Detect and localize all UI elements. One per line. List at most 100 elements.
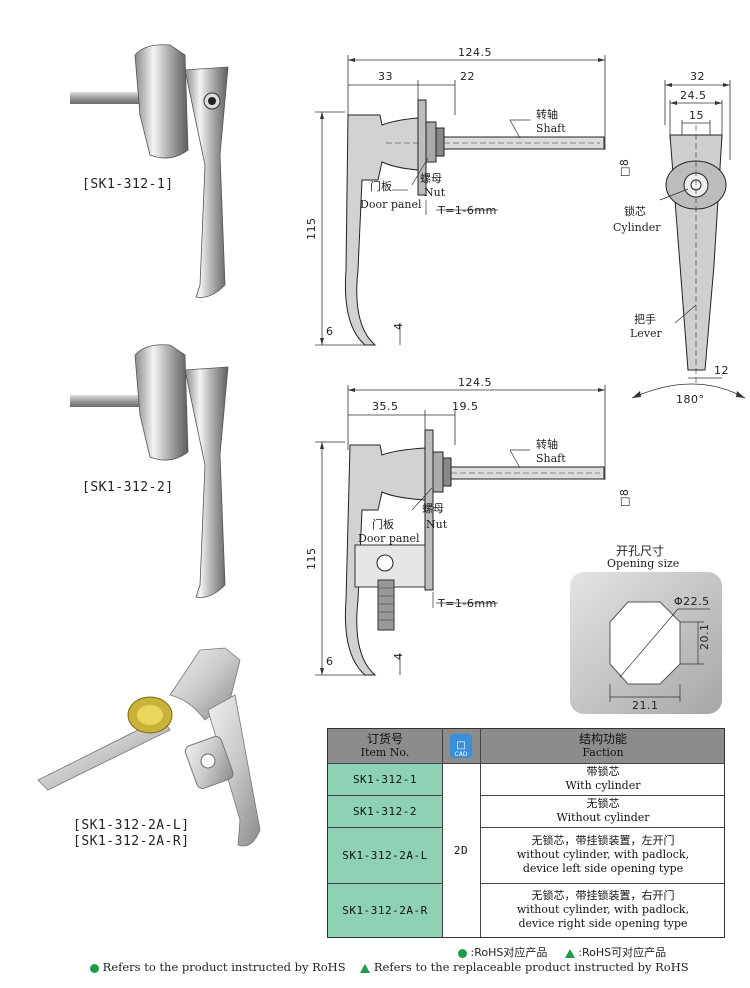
cad-icon: □ CAD xyxy=(450,734,472,758)
table-row-item: SK1-312-1 xyxy=(352,772,418,786)
legend-cn: :RoHS对应产品 :RoHS可对应产品 xyxy=(458,944,666,960)
table-row-item: SK1-312-2 xyxy=(352,804,418,818)
shaft-label-cn: 转轴 xyxy=(536,437,558,451)
table-row-function: 无锁芯，带挂锁装置，右开门 without cylinder, with pad… xyxy=(480,883,726,937)
function-en: With cylinder xyxy=(565,779,641,792)
dim-12: 12 xyxy=(714,364,729,377)
dim-height: 115 xyxy=(305,218,318,241)
table-row-item: SK1-312-2A-R xyxy=(342,903,428,917)
product-label-sk1-312-2: [SK1-312-2] xyxy=(82,480,174,495)
function-en-2: device left side opening type xyxy=(522,862,684,875)
product-label-sk1-312-2a-l: [SK1-312-2A-L] xyxy=(73,818,190,833)
technical-drawing-side-view-2: 124.5 35.5 19.5 115 6 4 □8 T=1-6mm 转轴 Sh… xyxy=(305,376,631,676)
nut-label-cn: 螺母 xyxy=(422,502,444,515)
panel-label-en: Door panel xyxy=(358,532,420,545)
table-divider xyxy=(480,883,724,884)
product-label-sk1-312-2a-r: [SK1-312-2A-R] xyxy=(73,834,190,849)
lever-label-cn: 把手 xyxy=(634,312,656,326)
dim-15: 15 xyxy=(689,109,704,122)
function-en-2: device right side opening type xyxy=(518,917,688,930)
shaft-label-en: Shaft xyxy=(536,122,566,135)
cad-value: 2D xyxy=(453,843,469,857)
legend-rohs-en2: Refers to the replaceable product instru… xyxy=(373,960,689,974)
legend-rohs-cn: :RoHS对应产品 xyxy=(470,946,548,959)
function-en: Without cylinder xyxy=(556,811,650,824)
technical-drawing-front-view: 32 24.5 15 12 180° 锁芯 Cylinder 把手 Lever xyxy=(613,70,745,406)
dim-right: 19.5 xyxy=(452,400,479,413)
table-divider xyxy=(328,883,442,884)
header-item-no-en: Item No. xyxy=(360,746,410,759)
dim-square: □8 xyxy=(618,159,631,177)
spec-table: 订货号 Item No. □ CAD 结构功能 Faction SK1-312-… xyxy=(327,728,725,938)
function-en: without cylinder, with padlock, xyxy=(516,903,690,916)
function-cn: 无锁芯 xyxy=(586,797,620,810)
rohs-dot-icon xyxy=(90,963,99,973)
opening-diameter: Φ22.5 xyxy=(674,595,710,608)
table-divider xyxy=(480,729,481,937)
table-divider xyxy=(442,729,443,937)
dim-total: 124.5 xyxy=(458,376,492,389)
cylinder-label-cn: 锁芯 xyxy=(624,204,646,218)
function-cn: 无锁芯，带挂锁装置，左开门 xyxy=(531,834,675,847)
nut-label-en: Nut xyxy=(426,518,448,531)
table-header xyxy=(328,729,724,763)
dim-right: 22 xyxy=(460,70,475,83)
rohs-triangle-icon xyxy=(360,963,371,973)
panel-label-cn: 门板 xyxy=(372,517,394,531)
nut-label-en: Nut xyxy=(424,186,446,199)
product-photo-sk1-312-1 xyxy=(70,44,229,298)
panel-label-en: Door panel xyxy=(360,198,422,211)
rohs-triangle-icon xyxy=(564,948,575,958)
legend-en: Refers to the product instructed by RoHS… xyxy=(90,960,689,974)
table-divider xyxy=(328,827,442,828)
function-cn: 带锁芯 xyxy=(586,765,620,778)
rohs-dot-icon xyxy=(458,948,467,958)
opening-size-diagram: Φ22.5 21.1 20.1 xyxy=(570,572,722,714)
table-divider xyxy=(328,763,724,764)
function-cn: 无锁芯，带挂锁装置，右开门 xyxy=(531,889,675,902)
dim-total: 124.5 xyxy=(458,46,492,59)
dim-6: 6 xyxy=(326,655,334,668)
shaft-label-en: Shaft xyxy=(536,452,566,465)
lever-label-en: Lever xyxy=(630,327,663,340)
header-function-en: Faction xyxy=(582,746,624,759)
nut-label-cn: 螺母 xyxy=(420,172,442,185)
table-row-function: 无锁芯 Without cylinder xyxy=(480,795,726,827)
header-item-no-cn: 订货号 xyxy=(366,732,403,746)
table-row-function: 带锁芯 With cylinder xyxy=(480,763,726,795)
dim-4: 4 xyxy=(392,653,405,661)
table-row-function: 无锁芯，带挂锁装置，左开门 without cylinder, with pad… xyxy=(480,827,726,883)
table-divider xyxy=(328,795,442,796)
table-divider xyxy=(480,827,724,828)
header-cad: □ CAD xyxy=(442,729,480,763)
legend-rohs-cn2: :RoHS可对应产品 xyxy=(578,946,667,959)
dim-32: 32 xyxy=(690,70,705,83)
shaft-label-cn: 转轴 xyxy=(536,107,558,121)
product-photo-sk1-312-2a xyxy=(37,647,261,847)
table-divider xyxy=(480,795,724,796)
opening-size-title-cn: 开孔尺寸 xyxy=(616,544,665,558)
opening-height: 20.1 xyxy=(698,624,711,651)
product-label-sk1-312-1: [SK1-312-1] xyxy=(82,177,174,192)
dim-height: 115 xyxy=(305,548,318,571)
panel-label-cn: 门板 xyxy=(370,179,392,193)
opening-size-title-en: Opening size xyxy=(607,557,680,570)
dim-24-5: 24.5 xyxy=(680,89,707,102)
table-row-item: SK1-312-2A-L xyxy=(342,848,428,862)
dim-left: 35.5 xyxy=(372,400,399,413)
dim-thickness: T=1-6mm xyxy=(437,597,497,610)
dim-thickness: T=1-6mm xyxy=(437,204,497,217)
legend-rohs-en: Refers to the product instructed by RoHS xyxy=(102,960,346,974)
cad-icon-label: CAD xyxy=(454,751,468,758)
dim-4: 4 xyxy=(392,323,405,331)
opening-width: 21.1 xyxy=(632,699,659,712)
dim-6: 6 xyxy=(326,325,334,338)
header-function-cn: 结构功能 xyxy=(578,732,627,746)
header-function: 结构功能 Faction xyxy=(480,729,726,763)
dim-left: 33 xyxy=(378,70,393,83)
item-column-bg xyxy=(328,763,442,937)
product-photo-sk1-312-2 xyxy=(70,344,229,598)
dim-square: □8 xyxy=(618,489,631,507)
cylinder-label-en: Cylinder xyxy=(613,221,661,234)
function-en: without cylinder, with padlock, xyxy=(516,848,690,861)
